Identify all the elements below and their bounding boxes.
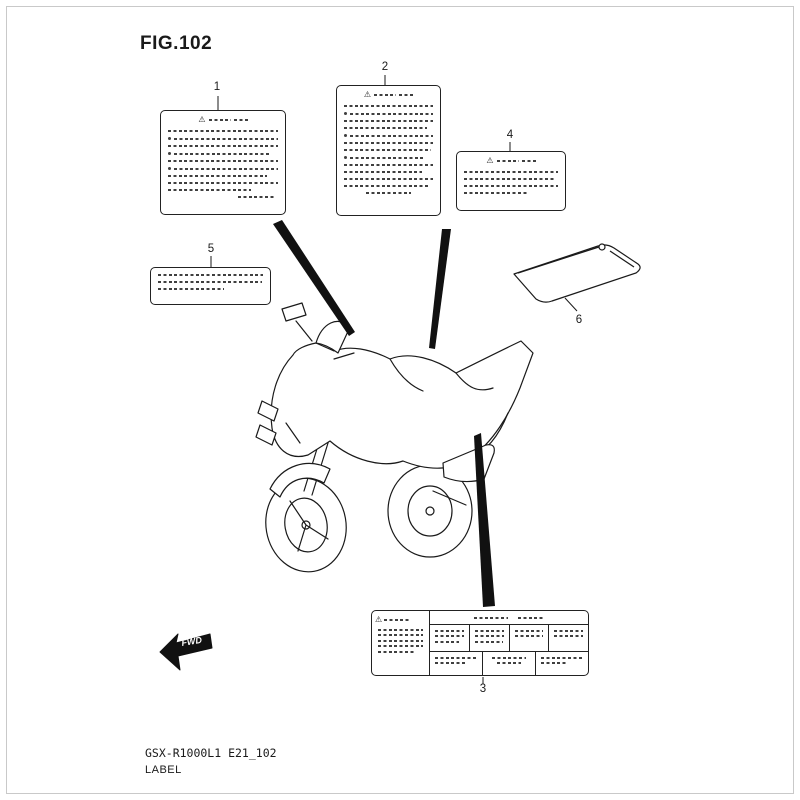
callout-4-number: 4 xyxy=(506,129,514,141)
label-1-warning: ⚠ xyxy=(160,110,286,215)
label-2-warning: ⚠ xyxy=(336,85,441,216)
label-5-information xyxy=(150,267,271,305)
fwd-arrow-icon: FWD xyxy=(159,633,213,671)
fwd-label: FWD xyxy=(181,635,203,648)
warning-triangle-icon: ⚠ xyxy=(375,615,383,624)
callout-2-number: 2 xyxy=(381,61,389,73)
label-4-caution: ⚠ xyxy=(456,151,566,211)
owners-manual-illustration xyxy=(513,243,641,303)
label-3-certification-plate: ⚠ xyxy=(371,610,589,676)
warning-triangle-icon: ⚠ xyxy=(363,90,372,99)
callout-3-number: 3 xyxy=(479,683,487,695)
figure-caption: LABEL xyxy=(145,764,182,776)
callout-1-number: 1 xyxy=(213,81,221,93)
figure-code: GSX-R1000L1 E21_102 xyxy=(145,746,277,760)
warning-triangle-icon: ⚠ xyxy=(486,156,494,165)
motorcycle-illustration xyxy=(255,302,534,573)
callout-5-number: 5 xyxy=(207,243,215,255)
warning-triangle-icon: ⚠ xyxy=(198,115,206,124)
figure-title: FIG.102 xyxy=(140,33,213,54)
callout-6-number: 6 xyxy=(575,314,583,326)
